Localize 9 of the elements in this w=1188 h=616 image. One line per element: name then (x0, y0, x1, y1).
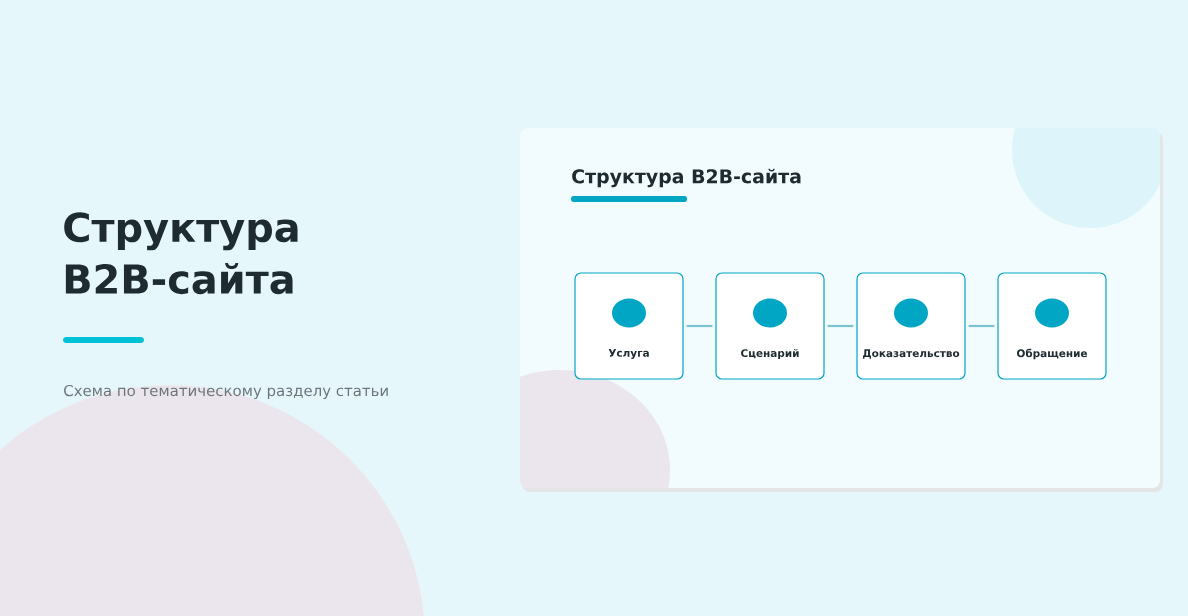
connector (686, 324, 713, 328)
step-box: Услуга (574, 272, 684, 380)
connector (827, 324, 854, 328)
step-box: Доказательство (856, 272, 966, 380)
step-box: Сценарий (715, 272, 825, 380)
step-box: Обращение (997, 272, 1107, 380)
connector (968, 324, 995, 328)
title: Структура B2B-сайта (64, 212, 298, 295)
subtitle: Схема по тематическому разделу статьи (64, 384, 388, 400)
